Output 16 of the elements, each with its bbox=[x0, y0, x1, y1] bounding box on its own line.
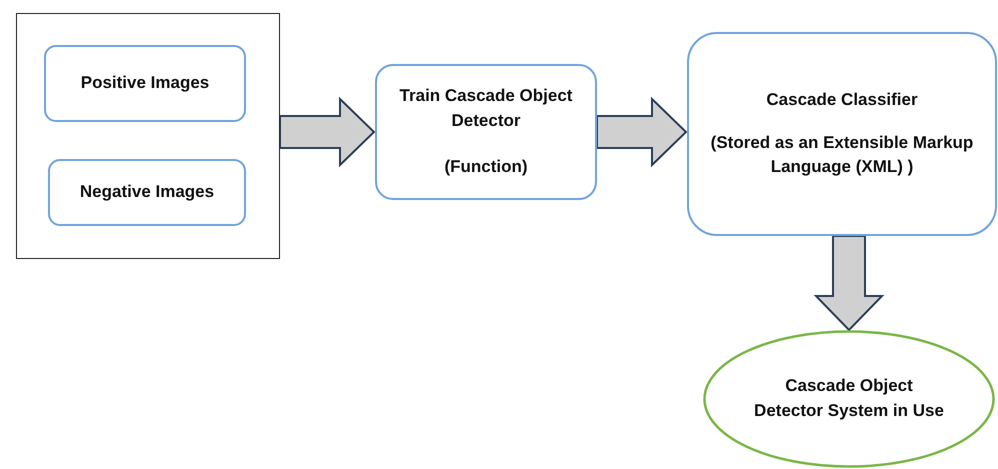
process-box bbox=[44, 45, 246, 122]
node-title: Cascade Object Detector System in Use bbox=[753, 375, 945, 422]
terminal-ellipse bbox=[703, 330, 995, 468]
node-note: (Stored as an Extensible Markup Language (XML) ) bbox=[710, 132, 974, 178]
block-arrow bbox=[814, 235, 884, 332]
group-box bbox=[16, 13, 280, 259]
node-title: Train Cascade Object Detector bbox=[398, 85, 574, 132]
process-box bbox=[687, 32, 997, 236]
process-box bbox=[48, 159, 246, 226]
process-box bbox=[375, 64, 597, 200]
node-title: Cascade Classifier bbox=[766, 89, 918, 112]
block-arrow bbox=[279, 96, 376, 168]
node-title: Negative Images bbox=[80, 181, 214, 204]
node-title: Positive Images bbox=[80, 72, 210, 94]
node-note: (Function) bbox=[444, 156, 528, 178]
block-arrow bbox=[596, 96, 688, 168]
